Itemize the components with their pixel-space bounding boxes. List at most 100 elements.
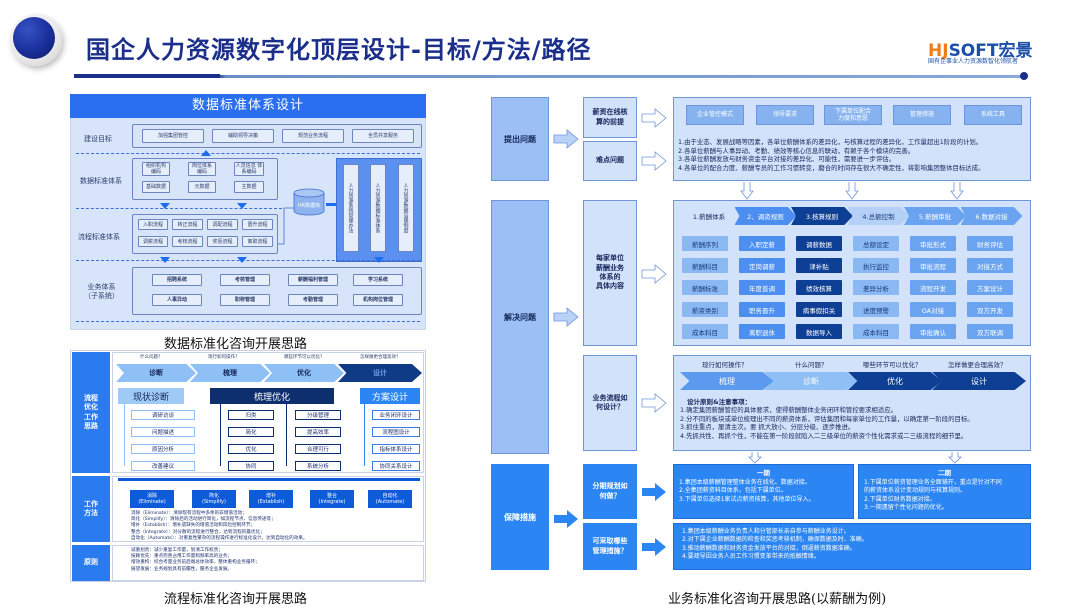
- grid-cell: 流程开发: [910, 280, 956, 295]
- grid-cell: 总额设定: [853, 236, 899, 251]
- data-frame: [132, 158, 278, 200]
- grid-cell: 方案设计: [967, 280, 1013, 295]
- side-label-thinking: 流程 优化 工作 思路: [72, 352, 110, 473]
- method-automate: 自动化(Automate): [368, 490, 412, 508]
- title-underline: [74, 75, 1024, 78]
- phase1-list: 1.集团本级薪酬管理整体业务在线化、数据对接。 2.全集团薪资科目体系，包括下属…: [679, 479, 815, 504]
- title-underline-accent: [74, 74, 220, 78]
- method-frame: [112, 476, 424, 542]
- measure-item: 1.集团本级薪酬业务负责人和分管部长亲自参与薪酬业务设计。: [682, 528, 850, 535]
- grid-cell: 数据导入: [796, 324, 842, 339]
- grid-cell: 绩效核算: [796, 280, 842, 295]
- business-item: 人事异动: [152, 294, 202, 306]
- question-measures: 可采取哪些 管理措施？: [583, 523, 637, 570]
- design-principle: 2.分不同的板块或单位梳理出不同的薪资体系，评估集团和每家单位的工作量，以确定第…: [680, 414, 974, 423]
- grid-cell: 薪酬科目: [682, 258, 728, 273]
- phase-raise-problem: 提出问题: [491, 97, 549, 181]
- method-en: (Establish): [257, 499, 285, 505]
- system-item: 人力资源系统管理办法: [343, 164, 359, 252]
- stage-question: 哪些环节可以优化?: [284, 355, 323, 360]
- goal-frame: [132, 124, 422, 148]
- data-item: 主数据: [234, 181, 264, 193]
- step-1: 1.薪酬体系: [678, 207, 740, 225]
- measures-list: 1.集团本级薪酬业务负责人和分管部长亲自参与薪酬业务设计。 2.对下属企业薪酬数…: [682, 528, 868, 562]
- goal-item: 全员共享服务: [352, 129, 414, 143]
- method-note: 自动化（Automate）：对重复性繁杂的流程操作进行标准化设计，达到自动化的效…: [131, 535, 308, 541]
- principle-note: 展望发展：业务规划具有前瞻性，服务企业发展。: [131, 566, 233, 572]
- data-standard-caption: 数据标准化咨询开展思路: [164, 337, 308, 352]
- grid-cell: 审批确认: [910, 324, 956, 339]
- arrow-right-icon: [553, 307, 579, 327]
- design-principles: 1.确定集团薪酬管控的具体要求，使得薪酬整体业务闭环和管控要求相适应。 2.分不…: [680, 406, 974, 441]
- arrow-right-icon: [641, 264, 667, 284]
- question-process-design: 业务流程如 何设计？: [583, 355, 637, 451]
- row-label-business: 业务体系 （子系统）: [84, 283, 119, 301]
- grid-cell: 审批形式: [910, 236, 956, 251]
- arrow-down-icon: [160, 257, 170, 263]
- process-item: 调薪流程: [138, 236, 168, 247]
- divider: [76, 208, 282, 209]
- goal-item: 规范业务流程: [282, 129, 344, 143]
- design-principle: 1.确定集团薪酬管控的具体要求，使得薪酬整体业务闭环和管控要求相适应。: [680, 406, 897, 414]
- optimization-item: 优化: [228, 444, 274, 454]
- measures-box: [673, 523, 1031, 570]
- grid-cell: 成本科目: [853, 324, 899, 339]
- row-label-data: 数据标准体系: [80, 177, 122, 185]
- step-6: 6.数据对接: [960, 207, 1023, 225]
- method-cn: 消除: [146, 492, 157, 499]
- grid-cell: 审批流程: [910, 258, 956, 273]
- grid-cell: 执行监控: [853, 258, 899, 273]
- data-item: 元数据: [188, 181, 216, 193]
- connector-line: [278, 207, 294, 245]
- design-item: 指标体系设计: [372, 444, 420, 454]
- title-bullet-icon: [10, 14, 62, 66]
- arrow-down-icon: [237, 203, 247, 209]
- phase1-item: 1.集团本级薪酬管理整体业务在线化、数据对接。: [679, 479, 811, 486]
- process-item: 调配流程: [207, 219, 238, 230]
- process-item: 考核流程: [172, 236, 203, 247]
- optimization-item: 协同: [228, 461, 274, 471]
- arrow-down-icon: [374, 257, 384, 263]
- optimization-item: 归类: [228, 410, 274, 420]
- tree-line: [364, 404, 365, 466]
- grid-cell: 津补贴: [796, 258, 842, 273]
- arrow-right-icon: [554, 510, 578, 528]
- factor-item: 下属单位配合 力度和意愿: [824, 105, 882, 125]
- row-label-process: 流程标准体系: [78, 233, 120, 241]
- stage-question: 什么问题？: [795, 361, 828, 369]
- method-en: (Eliminate): [138, 499, 166, 505]
- diagnosis-item: 问题描述: [131, 427, 195, 437]
- arrow-down-icon: [237, 257, 247, 263]
- stage-optimize: 优化: [264, 364, 344, 382]
- grid-cell: 定岗调薪: [739, 258, 785, 273]
- arrow-right-icon: [641, 151, 667, 171]
- arrow-right-icon: [326, 203, 336, 206]
- phase2-item: 2.下属单位财务数据对接。: [864, 495, 936, 503]
- divider: [76, 321, 420, 322]
- measure-item: 3.推动薪酬数据和财务资金发放平台的对接，倒逼薪资数据准确。: [682, 544, 856, 552]
- grid-cell: 对接方式: [967, 258, 1013, 273]
- measure-item: 2.对下属企业薪酬数据的检查和奖惩考核机制，确保数据及时、准确。: [682, 536, 868, 544]
- thinking-frame: [112, 352, 424, 473]
- method-en: (Integrate): [318, 499, 346, 505]
- grid-cell: 入职定薪: [739, 236, 785, 251]
- group-title-design: 方案设计: [360, 388, 420, 404]
- arrow-down-icon: [740, 182, 754, 200]
- phase2-title: 二期: [938, 469, 951, 477]
- question-difficulty: 难点问题: [583, 141, 637, 181]
- page-title: 国企人力资源数字化顶层设计-目标/方法/路径: [86, 36, 592, 64]
- question-content: 每家单位 薪酬业务 体系的 具体内容: [583, 200, 637, 346]
- phase2-box: [858, 464, 1031, 519]
- stage-sort: 梳理: [680, 372, 774, 390]
- stage-question: 哪些环节可以优化？: [863, 361, 922, 369]
- factor-item: 管理措施: [893, 105, 951, 125]
- principle-title: 设计原则&注意事项：: [687, 398, 752, 406]
- method-cn: 自动化: [382, 492, 398, 499]
- grid-cell: 薪酬标准: [682, 280, 728, 295]
- question-phase-plan: 分期规划如 何做？: [583, 464, 637, 519]
- method-note: 增补（Establish）：增补遗缺失的增值活动和风险控制环节；: [131, 523, 256, 529]
- method-bar: [118, 478, 420, 481]
- business-standard-caption: 业务标准化咨询开展思路(以薪酬为例): [668, 592, 887, 607]
- step-3: 3.核算规则: [791, 207, 853, 225]
